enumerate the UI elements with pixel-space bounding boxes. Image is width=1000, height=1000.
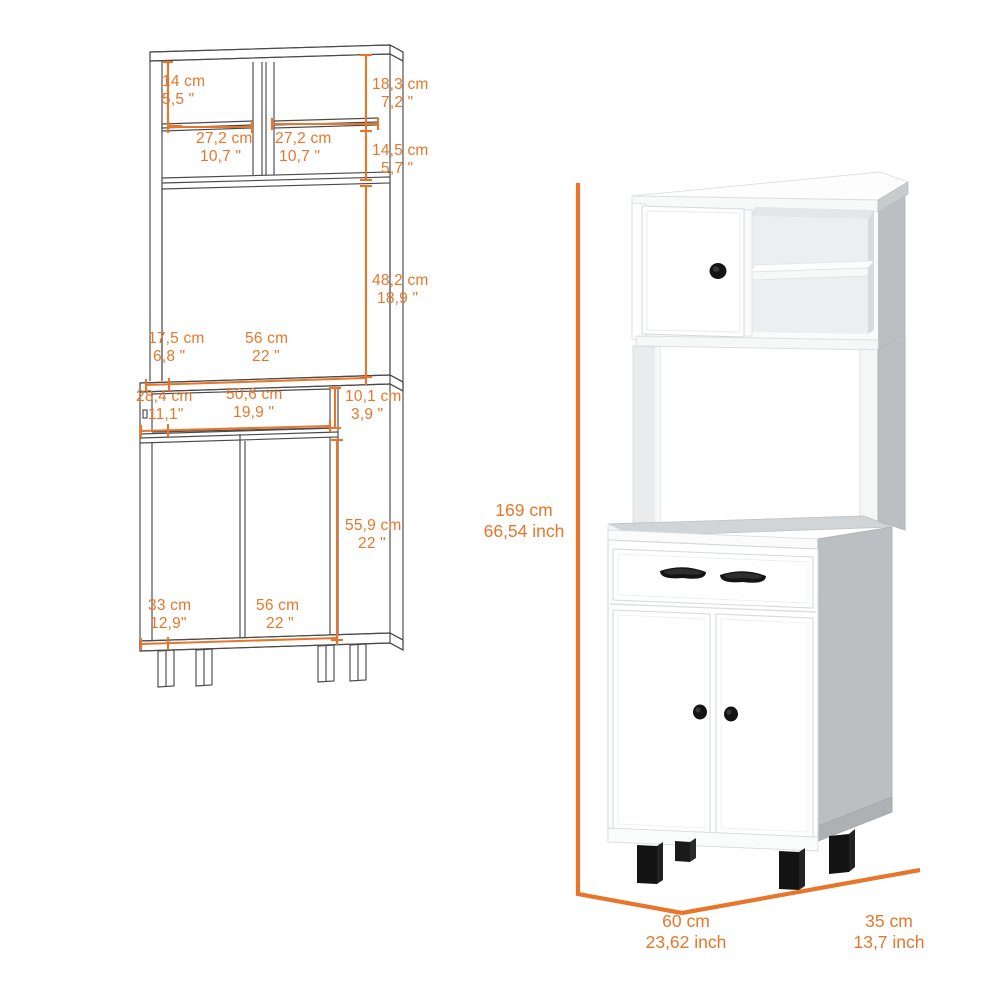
dim-label-inch: 12,9": [150, 615, 187, 632]
dim-label-cm: 17,5 cm: [148, 330, 205, 347]
microwave-bay-right-post: [859, 348, 879, 523]
overall-width-inch: 23,62 inch: [646, 932, 727, 952]
dim-label-inch: 3,9 ": [351, 406, 383, 423]
dim-label-inch: 6,8 ": [153, 348, 185, 365]
dim-label-cm: 55,9 cm: [345, 517, 402, 534]
base-plinth-front: [607, 827, 819, 852]
dim-label-cm: 28,4 cm: [136, 388, 193, 405]
cabinet-legs-render: [637, 829, 855, 890]
overall-height-inch: 66,54 inch: [484, 521, 565, 541]
leg-back-left-side: [690, 838, 696, 862]
hutch-right-side-panel-lower2: [877, 332, 906, 531]
dim-label-cm: 33 cm: [148, 597, 191, 614]
drawer-box: [139, 384, 391, 444]
drawer-door-divider: [609, 603, 817, 613]
blueprint-dimension-lines: [139, 53, 380, 650]
lower-door-right-bevel: [720, 618, 809, 833]
dim-label-inch: 22 ": [358, 535, 386, 552]
drawer-pull-left-icon[interactable]: [660, 567, 706, 579]
overall-height-cm: 169 cm: [495, 500, 552, 520]
dim-label-inch: 18,9 ": [377, 290, 418, 307]
shelf-bay-right-wall: [868, 210, 874, 334]
dim-label-inch: 5,5 ": [162, 91, 194, 108]
product-render-group: [607, 171, 910, 890]
dim-label-inch: 22 ": [266, 615, 294, 632]
dim-label-cm: 27,2 cm: [196, 130, 253, 147]
drawer-front-bevel: [617, 553, 809, 604]
leg-front-right: [779, 851, 799, 890]
base-right-side-panel[interactable]: [817, 526, 893, 842]
leg-front-right-side: [799, 848, 805, 890]
dim-label-cm: 10,1 cm: [345, 388, 402, 405]
dim-label-cm: 18,3 cm: [372, 76, 429, 93]
upper-door[interactable]: [641, 205, 745, 338]
leg-back-right-side: [849, 829, 855, 872]
microwave-bay-opening: [161, 183, 391, 380]
dim-label-cm: 50,6 cm: [226, 386, 283, 403]
dim-label-cm: 48,2 cm: [372, 272, 429, 289]
product-dimension-lines: [575, 183, 921, 916]
overall-depth-cm: 35 cm: [865, 911, 913, 931]
blueprint-dimension-labels: 14 cm 5,5 " 18,3 cm 7,2 " 27,2 cm 10,7 "…: [136, 73, 429, 632]
cubby-bottom-shelf: [161, 171, 391, 190]
dim-label-cm: 14,5 cm: [372, 142, 429, 159]
product-dimension-labels: 169 cm 66,54 inch 60 cm 23,62 inch 35 cm…: [484, 500, 925, 952]
dim-label-inch: 7,2 ": [381, 94, 413, 111]
dim-label-cm: 14 cm: [162, 73, 205, 90]
microwave-bay-left-post-edge: [655, 347, 660, 523]
shelf-bay-top-inner: [750, 207, 874, 219]
upper-door-inner-bevel: [646, 210, 741, 333]
lower-door-right[interactable]: [715, 613, 814, 838]
lower-door-left-bevel: [617, 614, 706, 829]
hutch-top-surface: [631, 171, 910, 201]
dim-label-inch: 11,1": [148, 406, 184, 423]
dim-label-inch: 19,9 ": [233, 404, 274, 421]
dim-label-cm: 56 cm: [245, 330, 288, 347]
dim-label-cm: 27,2 cm: [275, 130, 332, 147]
drawer-pull-right-icon[interactable]: [720, 571, 766, 583]
overall-width-cm: 60 cm: [662, 911, 710, 931]
cabinet-legs: [157, 643, 367, 688]
leg-back-right: [829, 834, 849, 874]
overall-depth-inch: 13,7 inch: [853, 932, 924, 952]
upper-door-knob-icon[interactable]: [709, 263, 727, 279]
dim-label-inch: 22 ": [252, 348, 280, 365]
leg-back-left: [675, 841, 690, 862]
dim-label-inch: 10,7 ": [279, 148, 320, 165]
dim-label-inch: 5,7 ": [381, 160, 413, 177]
lower-door-right-knob-icon[interactable]: [724, 706, 738, 722]
dim-label-cm: 56 cm: [256, 597, 299, 614]
leg-front-left-side: [657, 842, 663, 884]
hutch-top-right-face: [877, 181, 909, 213]
drawer-front[interactable]: [612, 548, 814, 609]
leg-front-left: [637, 845, 657, 884]
wireframe-cabinet: [139, 44, 404, 688]
lower-door-left[interactable]: [612, 609, 711, 834]
dim-label-inch: 10,7 ": [200, 148, 241, 165]
lower-door-left-knob-icon[interactable]: [693, 704, 707, 720]
